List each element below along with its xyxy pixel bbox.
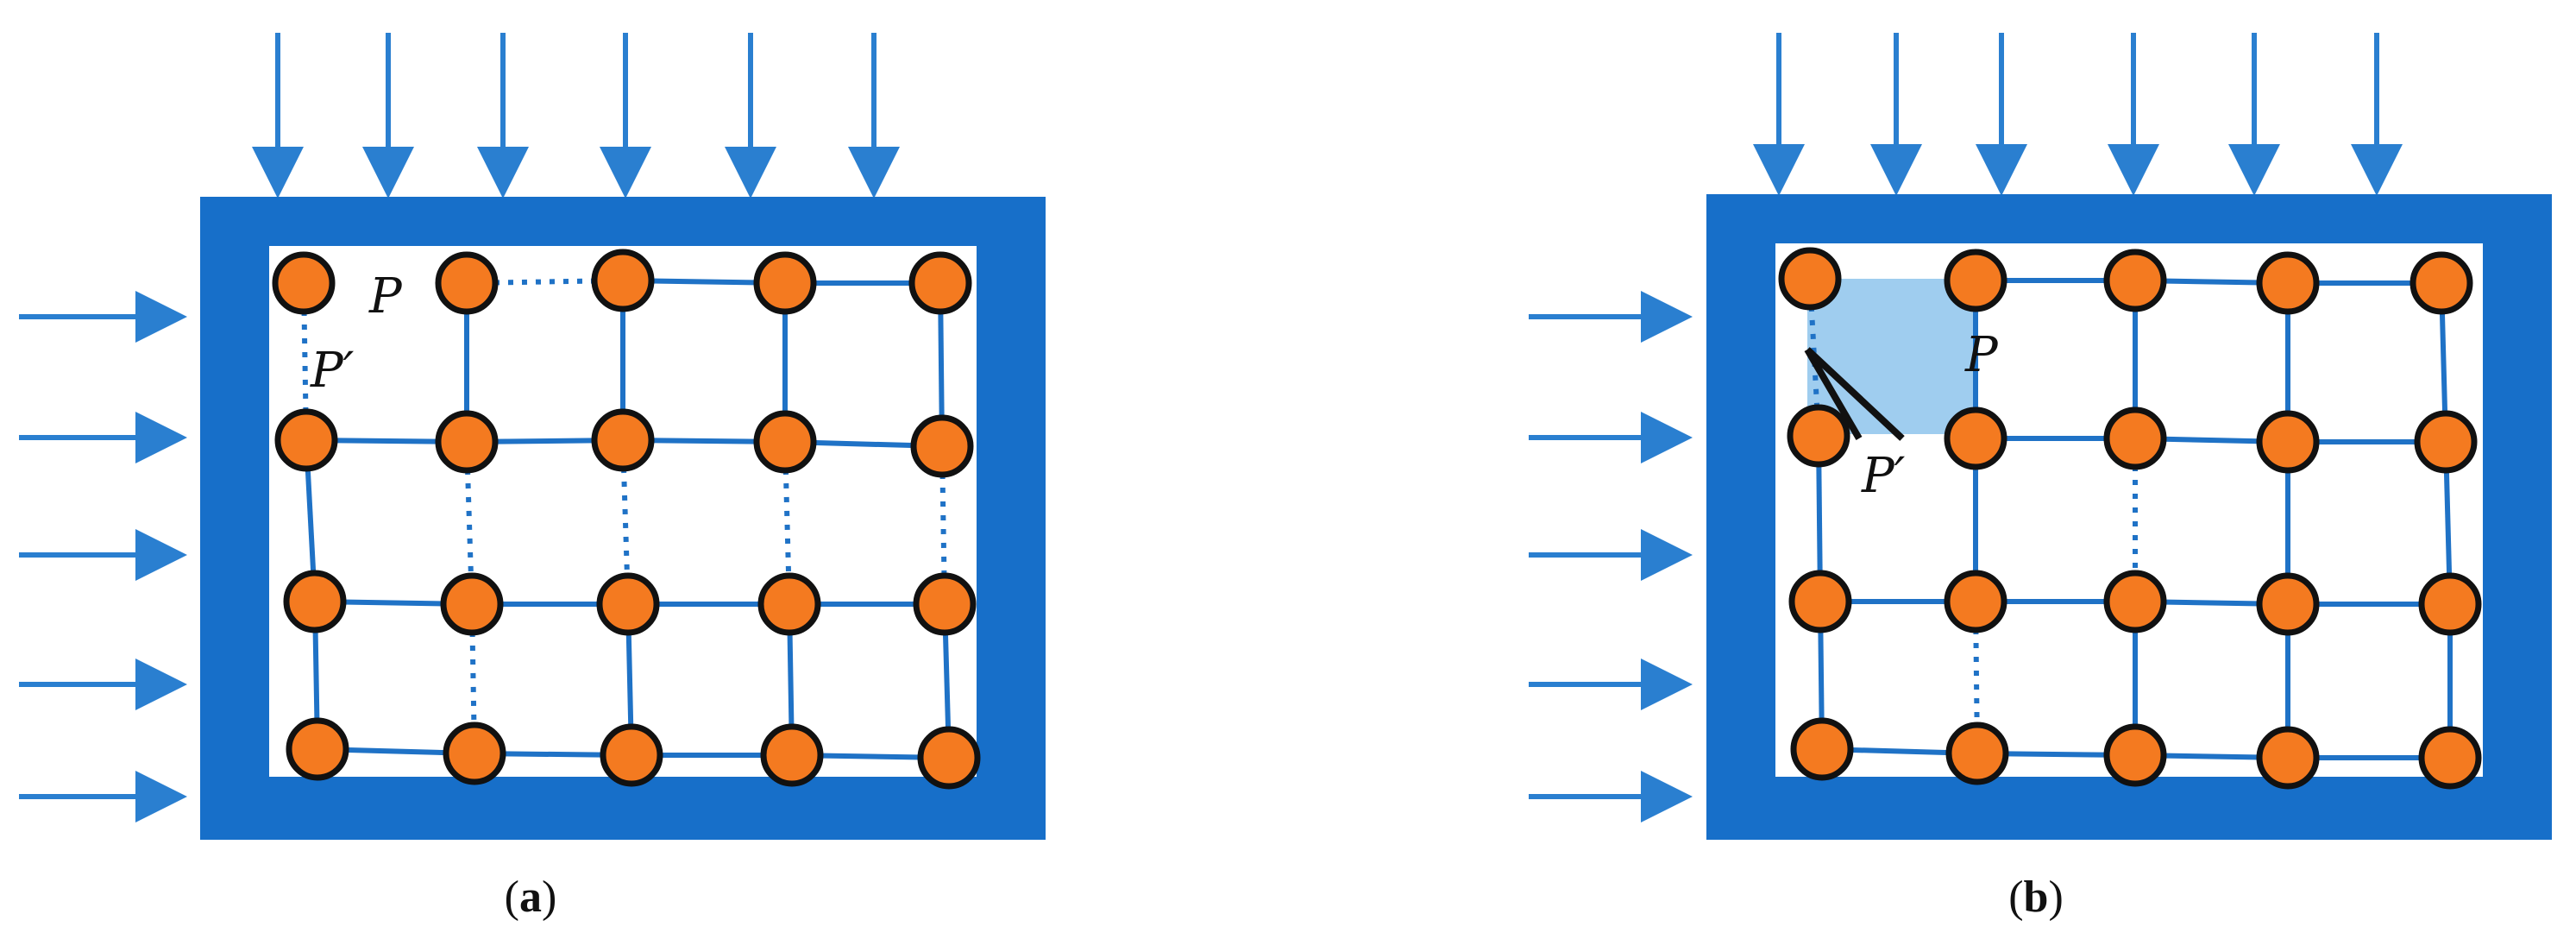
caption-a-letter: a [519,873,542,922]
particle [913,572,977,636]
crack-line-2-b [1805,347,1905,441]
particle [757,572,821,636]
caption-b-close: ) [2048,873,2063,922]
particle [274,408,338,472]
particle [2103,249,2167,312]
particle [1944,406,2007,470]
panel-b: P P′ (b) [1529,33,2552,922]
label-p-a: P [368,268,403,325]
particle [1790,717,1854,781]
particle-grid-b [1778,247,2482,790]
particle [760,723,824,787]
crack-line-1-b [1804,347,1863,441]
label-p-prime-a: P′ [310,343,355,399]
shear-patch-b [1807,279,1973,434]
particle [1944,249,2007,312]
top-load-arrows-a [252,33,900,199]
caption-a: (a) [505,873,557,922]
caption-b-letter: b [2024,873,2049,922]
particle [591,249,655,312]
particle [443,722,506,785]
particle [910,414,974,478]
particle [435,251,499,315]
particle [2414,410,2478,474]
left-load-arrows-b [1529,291,1693,822]
particle [272,251,336,315]
particle [753,410,817,474]
particle [283,570,347,633]
particle [2103,406,2167,470]
particle [2418,726,2482,790]
particle [2256,251,2320,315]
particle [591,408,655,472]
particle [2103,570,2167,633]
particle [600,723,663,787]
particle [1944,570,2007,633]
particle [440,572,504,636]
particle-grid-a [272,249,981,790]
caption-a-open: ( [505,873,519,922]
particle [1778,247,1842,311]
particle [2418,572,2482,636]
particle [2256,410,2320,474]
left-load-arrows-a [19,291,187,822]
particle [908,251,972,315]
label-p-prime-b: P′ [1861,448,1906,504]
particle [2410,251,2473,315]
particle [2256,726,2320,790]
particle [1787,404,1850,468]
label-p-b: P [1964,327,1999,383]
caption-a-close: ) [542,873,556,922]
panel-a: P P′ (a) [19,33,1046,922]
particle [1788,570,1852,633]
particle [917,726,981,790]
particle [596,572,660,636]
particle [1945,722,2009,785]
particle [2103,723,2167,787]
particle [435,410,499,474]
particle [753,251,817,315]
caption-b: (b) [2008,873,2064,922]
particle [2256,572,2320,636]
top-load-arrows-b [1753,33,2403,196]
caption-b-open: ( [2008,873,2023,922]
particle [286,717,349,781]
